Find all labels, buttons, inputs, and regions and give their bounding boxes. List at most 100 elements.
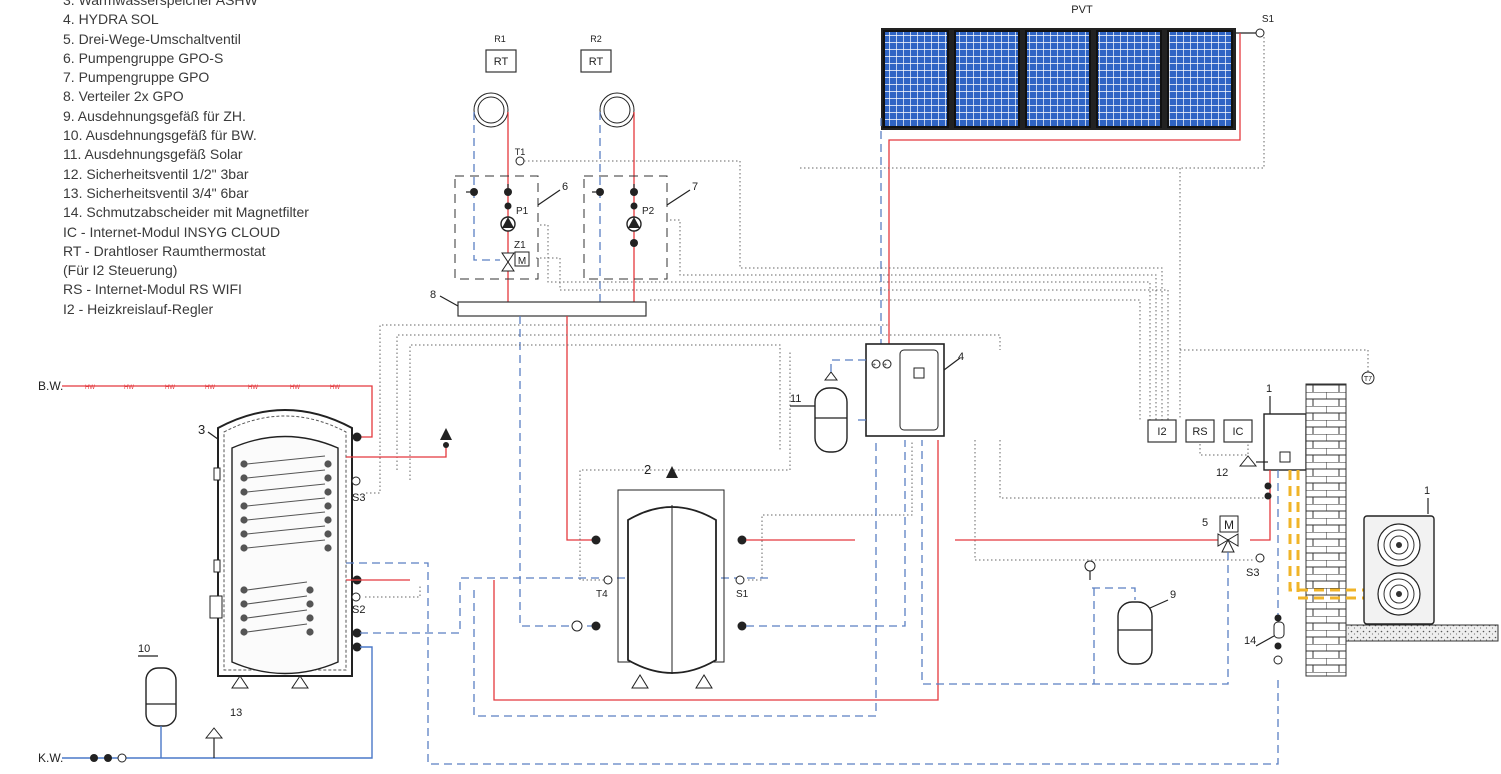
hydra-sol-4: + + [865, 343, 945, 437]
s1-collector-label: S1 [1262, 14, 1275, 25]
hw-line-marks: HW HW HW HW HW HW HW [85, 385, 340, 391]
pump-p2-icon [626, 202, 642, 232]
legend-item: I2 - Heizkreislauf-Regler [63, 300, 214, 317]
svg-text:HW: HW [248, 385, 258, 391]
s1-collector-sensor-icon [1236, 28, 1265, 38]
svg-text:+: + [872, 362, 876, 369]
t7-sensor-icon [1361, 371, 1375, 385]
legend-item: (Für I2 Steuerung) [63, 262, 178, 279]
bw-label: B.W. [38, 379, 63, 393]
legend: 3. Warmwasserspeicher ASHW 4. HYDRA SOL 5.… [63, 0, 383, 319]
t1-sensor-icon [515, 156, 525, 166]
label-2: 2 [644, 462, 651, 477]
label-9: 9 [1170, 589, 1176, 601]
r2-label: R2 [590, 34, 602, 44]
ic-text: IC [1233, 426, 1244, 438]
legend-item: 13. Sicherheitsventil 3/4" 6bar [63, 184, 249, 201]
s3-tank-label: S3 [352, 492, 365, 504]
wall [1305, 383, 1347, 677]
vent-icon [440, 428, 452, 448]
label-10: 10 [138, 643, 150, 655]
module-ic [1223, 419, 1253, 443]
s2-tank-label: S2 [352, 604, 365, 616]
z1-label: Z1 [514, 240, 526, 251]
heat-pump-outdoor-unit [1363, 515, 1435, 625]
pump-group-7-valves [592, 184, 638, 247]
s3-tank-sensor-icon [351, 476, 361, 486]
t4-sensor-icon [603, 575, 613, 585]
pvt-collector-array [881, 28, 1236, 130]
rs-text: RS [1192, 426, 1207, 438]
svg-text:HW: HW [330, 385, 340, 391]
safety-valve-12-icon [1238, 455, 1268, 467]
label-13: 13 [230, 707, 242, 719]
label-5: 5 [1202, 517, 1208, 529]
s1-buffer-sensor-icon [735, 575, 745, 585]
dhw-tank-3 [209, 409, 353, 689]
pump-group-gpo-s [454, 175, 539, 280]
legend-item: RS - Internet-Modul RS WIFI [63, 281, 242, 298]
distributor-8 [457, 301, 647, 317]
legend-item: 9. Ausdehnungsgefäß für ZH. [63, 107, 246, 124]
legend-item: 12. Sicherheitsventil 1/2" 3bar [63, 165, 249, 182]
svg-text:+: + [883, 362, 887, 369]
svg-text:HW: HW [85, 385, 95, 391]
heating-loop-1-icon [473, 92, 509, 128]
ground [1345, 624, 1499, 642]
p2-label: P2 [642, 206, 655, 217]
svg-text:HW: HW [290, 385, 300, 391]
s3-right-sensor-icon [1255, 553, 1265, 563]
label-11: 11 [790, 393, 801, 405]
z1-motor-label: M [518, 256, 526, 267]
tank-3-valves [352, 432, 362, 652]
r1-label: R1 [494, 34, 506, 44]
vent-icon-buffer [666, 466, 678, 478]
pvt-label: PVT [1071, 4, 1093, 16]
strainer-icon [571, 620, 583, 632]
label-6: 6 [562, 181, 568, 193]
legend-item: 4. HYDRA SOL [63, 11, 159, 28]
t1-label: T1 [515, 147, 526, 157]
pump-p1-icon [500, 202, 516, 232]
kw-label: K.W. [38, 751, 63, 765]
label-3: 3 [198, 422, 205, 437]
s3-right-label: S3 [1246, 567, 1259, 579]
i2-text: I2 [1157, 426, 1166, 438]
label-1-outdoor: 1 [1424, 485, 1430, 497]
expansion-vessel-11 [814, 371, 848, 453]
controller-i2 [1147, 419, 1177, 443]
legend-item: 14. Schmutzabscheider mit Magnetfilter [63, 204, 309, 221]
legend-item: 8. Verteiler 2x GPO [63, 88, 184, 105]
room-thermostat-1 [485, 49, 517, 73]
label-12: 12 [1216, 467, 1228, 479]
rt2-text: RT [589, 56, 604, 68]
kw-valves [90, 753, 127, 763]
manometer-icon [1084, 560, 1096, 580]
svg-text:HW: HW [165, 385, 175, 391]
rt1-text: RT [494, 56, 509, 68]
legend-item: 11. Ausdehnungsgefäß Solar [63, 146, 243, 163]
indoor-valve-icon [1264, 482, 1272, 490]
svg-text:HW: HW [205, 385, 215, 391]
module-rs [1185, 419, 1215, 443]
valve-5-motor-label: M [1224, 518, 1234, 532]
dirt-separator-14-icon [1273, 614, 1285, 665]
label-4: 4 [958, 351, 964, 363]
legend-item: 6. Pumpengruppe GPO-S [63, 49, 224, 66]
three-way-valve-5-icon [1217, 515, 1239, 553]
legend-item: 7. Pumpengruppe GPO [63, 69, 210, 86]
heating-loop-2-icon [599, 92, 635, 128]
pump-group-gpo [583, 175, 668, 280]
s2-tank-sensor-icon [351, 592, 361, 602]
legend-item: 5. Drei-Wege-Umschaltventil [63, 30, 241, 47]
room-thermostat-2 [580, 49, 612, 73]
s1-buffer-label: S1 [736, 589, 749, 600]
svg-text:HW: HW [124, 385, 134, 391]
buffer-valves [591, 535, 747, 631]
pump-group-6-valves [466, 184, 512, 196]
t7-label: T7 [1364, 376, 1372, 383]
legend-item: 3. Warmwasserspeicher ASHW [63, 0, 258, 8]
buffer-tank-2 [617, 489, 725, 689]
legend-item: IC - Internet-Modul INSYG CLOUD [63, 223, 281, 240]
